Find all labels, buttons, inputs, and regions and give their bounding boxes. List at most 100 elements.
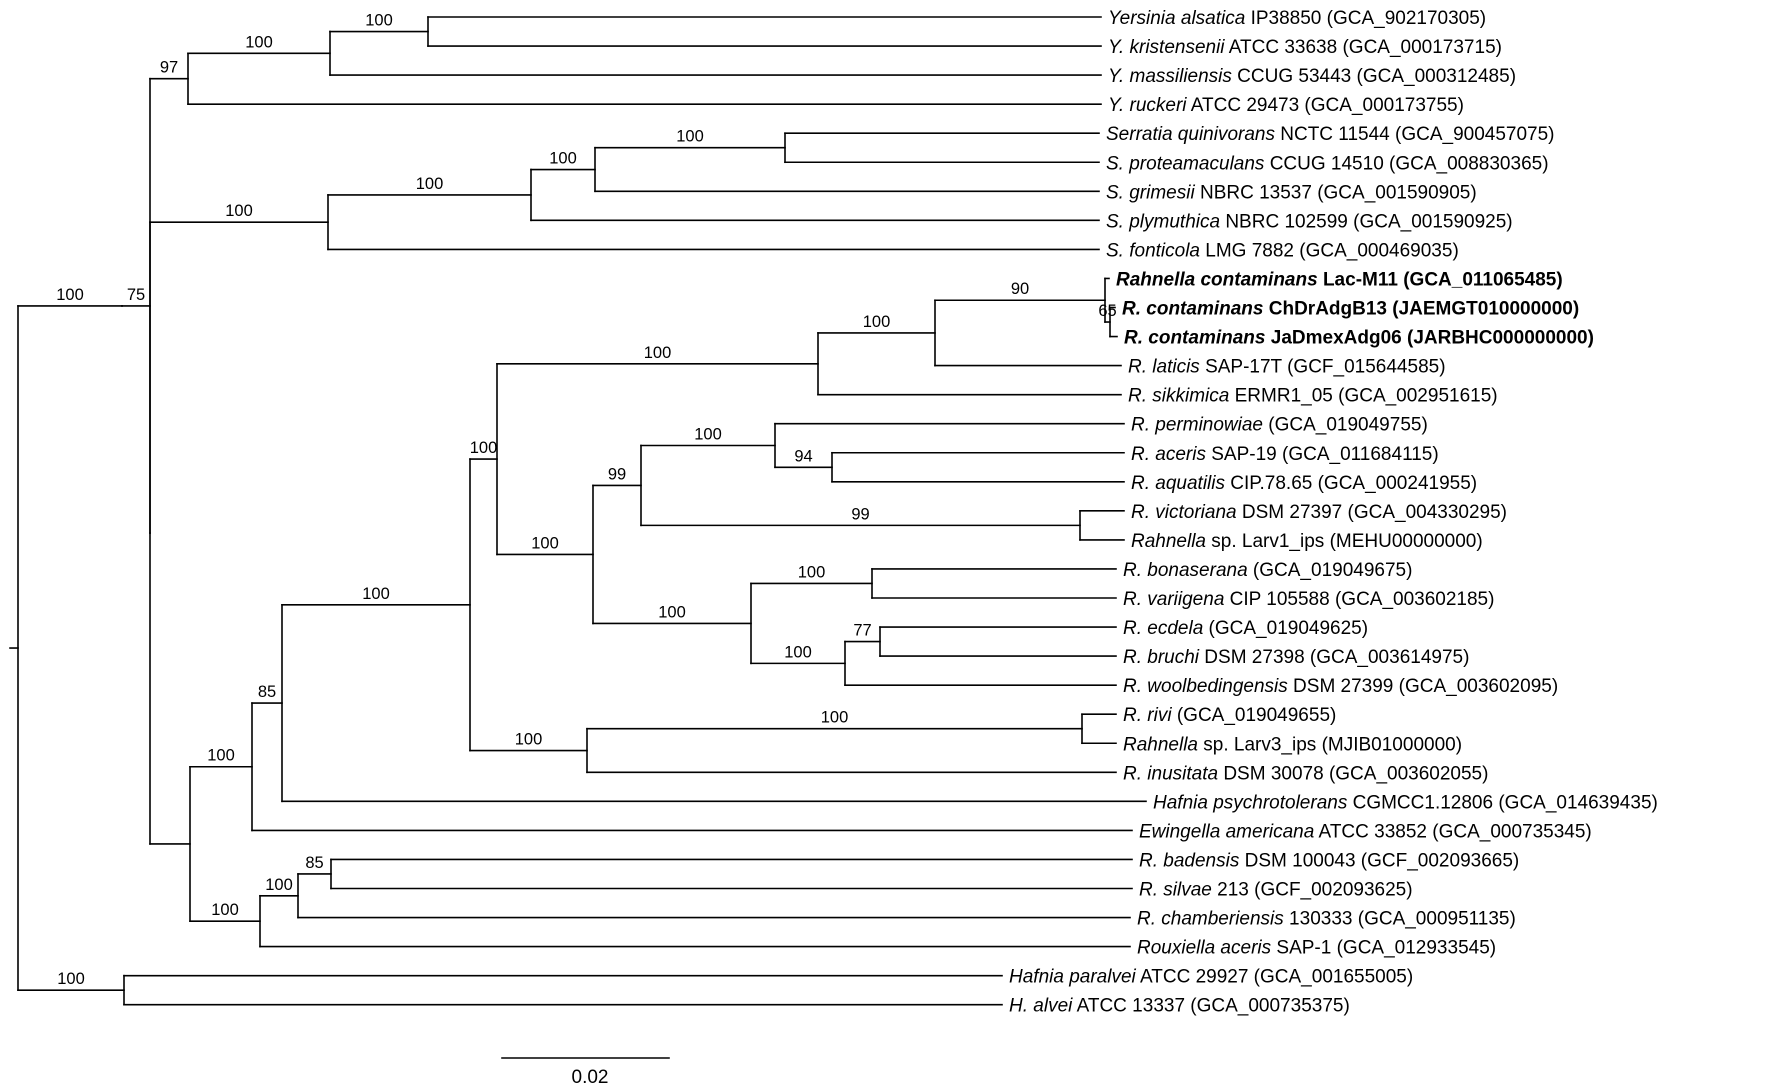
- strain-accession: NCTC 11544 (GCA_900457075): [1275, 124, 1555, 145]
- species-name: R. silvae: [1139, 880, 1212, 901]
- bootstrap-value: 100: [470, 439, 498, 457]
- species-name: R. laticis: [1128, 357, 1200, 378]
- bootstrap-value: 97: [160, 59, 178, 77]
- strain-accession: SAP-19 (GCA_011684115): [1206, 444, 1439, 465]
- bootstrap-value: 99: [608, 465, 626, 483]
- tip-label: Rouxiella aceris SAP-1 (GCA_012933545): [1137, 938, 1496, 959]
- strain-accession: CCUG 14510 (GCA_008830365): [1264, 153, 1548, 174]
- bootstrap-value: 100: [863, 313, 891, 331]
- strain-accession: ATCC 33852 (GCA_000735345): [1314, 821, 1591, 842]
- tip-label: H. alvei ATCC 13337 (GCA_000735375): [1009, 996, 1350, 1017]
- tip-label: Yersinia alsatica IP38850 (GCA_902170305…: [1108, 8, 1486, 29]
- bootstrap-value: 100: [821, 709, 849, 727]
- species-name: Yersinia alsatica: [1108, 8, 1245, 29]
- species-name: Rahnella: [1123, 734, 1198, 755]
- bootstrap-value: 100: [245, 33, 273, 51]
- tip-label: Y. ruckeri ATCC 29473 (GCA_000173755): [1108, 95, 1464, 116]
- strain-accession: (GCA_019049655): [1172, 705, 1337, 726]
- species-name: R. contaminans: [1122, 299, 1263, 320]
- bootstrap-value: 100: [362, 585, 390, 603]
- tip-label: Rahnella sp. Larv1_ips (MEHU00000000): [1131, 531, 1483, 552]
- tip-label: Y. kristensenii ATCC 33638 (GCA_00017371…: [1108, 37, 1502, 58]
- strain-accession: DSM 27397 (GCA_004330295): [1237, 502, 1507, 523]
- tip-label: R. badensis DSM 100043 (GCF_002093665): [1139, 850, 1519, 871]
- species-name: R. badensis: [1139, 850, 1240, 871]
- strain-accession: sp. Larv3_ips (MJIB01000000): [1198, 734, 1462, 755]
- bootstrap-value: 100: [211, 901, 239, 919]
- strain-accession: ATCC 13337 (GCA_000735375): [1072, 996, 1349, 1017]
- tree-branches: [9, 16, 1147, 1006]
- bootstrap-value: 94: [794, 447, 812, 465]
- species-name: Rahnella: [1131, 531, 1206, 552]
- tip-label: Serratia quinivorans NCTC 11544 (GCA_900…: [1106, 124, 1555, 145]
- species-name: R. perminowiae: [1131, 415, 1263, 436]
- tip-label: R. aquatilis CIP.78.65 (GCA_000241955): [1131, 473, 1477, 494]
- species-name: R. victoriana: [1131, 502, 1237, 523]
- tip-label: R. aceris SAP-19 (GCA_011684115): [1131, 444, 1439, 465]
- tip-label: Y. massiliensis CCUG 53443 (GCA_00031248…: [1108, 66, 1516, 87]
- bootstrap-value: 77: [853, 622, 871, 640]
- bootstrap-value: 100: [56, 286, 84, 304]
- species-name: H. alvei: [1009, 996, 1073, 1017]
- tip-label: R. rivi (GCA_019049655): [1123, 705, 1336, 726]
- species-name: Ewingella americana: [1139, 821, 1314, 842]
- bootstrap-value: 90: [1011, 280, 1029, 298]
- bootstrap-value: 100: [676, 128, 704, 146]
- bootstrap-value: 85: [305, 854, 323, 872]
- tip-label: Hafnia paralvei ATCC 29927 (GCA_00165500…: [1009, 967, 1413, 988]
- strain-accession: Lac-M11 (GCA_011065485): [1318, 269, 1563, 290]
- tip-label: S. fonticola LMG 7882 (GCA_000469035): [1106, 240, 1459, 261]
- tip-label: Rahnella contaminans Lac-M11 (GCA_011065…: [1116, 269, 1563, 290]
- strain-accession: CIP 105588 (GCA_003602185): [1224, 589, 1494, 610]
- tip-label: R. chamberiensis 130333 (GCA_000951135): [1137, 909, 1516, 930]
- bootstrap-value: 100: [225, 202, 253, 220]
- bootstrap-value: 99: [851, 505, 869, 523]
- tip-label: R. contaminans ChDrAdgB13 (JAEMGT0100000…: [1122, 299, 1579, 320]
- species-name: R. bruchi: [1123, 647, 1200, 668]
- tip-label: R. contaminans JaDmexAdg06 (JARBHC000000…: [1124, 328, 1594, 349]
- species-name: R. chamberiensis: [1137, 909, 1284, 930]
- species-name: Serratia quinivorans: [1106, 124, 1275, 145]
- strain-accession: ATCC 29927 (GCA_001655005): [1136, 967, 1413, 988]
- strain-accession: NBRC 13537 (GCA_001590905): [1195, 182, 1477, 203]
- strain-accession: IP38850 (GCA_902170305): [1245, 8, 1486, 29]
- species-name: Hafnia paralvei: [1009, 967, 1137, 988]
- tip-label: R. bruchi DSM 27398 (GCA_003614975): [1123, 647, 1469, 668]
- tip-label: Ewingella americana ATCC 33852 (GCA_0007…: [1139, 821, 1592, 842]
- species-name: S. fonticola: [1106, 240, 1200, 261]
- bootstrap-value: 100: [531, 534, 559, 552]
- tip-label: R. inusitata DSM 30078 (GCA_003602055): [1123, 763, 1488, 784]
- strain-accession: ChDrAdgB13 (JAEMGT010000000): [1263, 299, 1579, 320]
- species-name: R. rivi: [1123, 705, 1172, 726]
- scale-bar-label: 0.02: [572, 1067, 609, 1088]
- bootstrap-values: 100 75 97 100 100 100 100 100 100 100 85 100 100 100 1…: [56, 12, 1116, 989]
- strain-accession: CCUG 53443 (GCA_000312485): [1232, 66, 1516, 87]
- tip-label: S. proteamaculans CCUG 14510 (GCA_008830…: [1106, 153, 1549, 174]
- bootstrap-value: 100: [658, 603, 686, 621]
- tip-label: R. sikkimica ERMR1_05 (GCA_002951615): [1128, 386, 1498, 407]
- species-name: R. sikkimica: [1128, 386, 1229, 407]
- strain-accession: ATCC 33638 (GCA_000173715): [1225, 37, 1502, 58]
- bootstrap-value: 100: [365, 12, 393, 30]
- bootstrap-value: 100: [416, 175, 444, 193]
- species-name: Hafnia psychrotolerans: [1153, 792, 1348, 813]
- species-name: Y. ruckeri: [1108, 95, 1187, 116]
- bootstrap-value: 100: [265, 876, 293, 894]
- species-name: R. bonaserana: [1123, 560, 1248, 581]
- tip-label: R. silvae 213 (GCF_002093625): [1139, 880, 1413, 901]
- strain-accession: SAP-17T (GCF_015644585): [1200, 357, 1446, 378]
- strain-accession: ERMR1_05 (GCA_002951615): [1229, 386, 1497, 407]
- strain-accession: sp. Larv1_ips (MEHU00000000): [1206, 531, 1483, 552]
- species-name: R. ecdela: [1123, 618, 1203, 639]
- tip-label: S. grimesii NBRC 13537 (GCA_001590905): [1106, 182, 1477, 203]
- bootstrap-value: 75: [127, 286, 145, 304]
- bootstrap-value: 100: [207, 747, 235, 765]
- tip-label: Hafnia psychrotolerans CGMCC1.12806 (GCA…: [1153, 792, 1658, 813]
- bootstrap-value: 100: [644, 344, 672, 362]
- strain-accession: CIP.78.65 (GCA_000241955): [1225, 473, 1477, 494]
- species-name: S. plymuthica: [1106, 211, 1220, 232]
- strain-accession: JaDmexAdg06 (JARBHC000000000): [1265, 328, 1593, 349]
- bootstrap-value: 100: [57, 970, 85, 988]
- species-name: R. aquatilis: [1131, 473, 1225, 494]
